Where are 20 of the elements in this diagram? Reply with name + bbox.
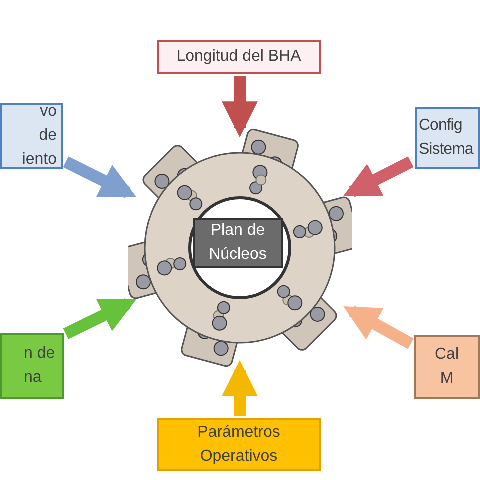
block-arrow [63,156,137,198]
node-label: Config Sistema [418,116,475,160]
block-arrow [343,156,414,198]
node-label: vo de iento [21,102,58,170]
node-label: Plan de Núcleos [208,221,268,265]
block-arrow [222,360,258,416]
label-box [193,218,283,268]
block-arrow [344,306,414,350]
input-box [157,418,321,471]
node-label: Longitud del BHA [176,47,302,67]
node-label: Parámetros Operativos [196,422,282,466]
input-box [0,103,63,169]
node-label: n de na [24,344,56,388]
block-arrow [63,298,137,340]
input-box [414,335,480,399]
node-label: Cal M [434,345,460,389]
input-box [157,40,321,74]
input-box [0,333,64,399]
input-box [415,107,480,169]
block-arrow [222,76,258,138]
